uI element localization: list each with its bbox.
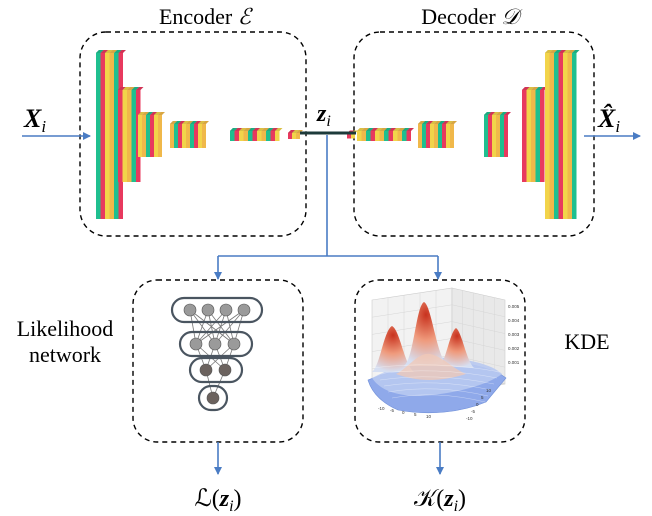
kde-z-tick: 0.004 (508, 318, 520, 323)
kde-z-tick: 0.002 (508, 346, 520, 351)
nn-layer-2 (178, 330, 254, 358)
nn-node (199, 363, 213, 377)
nn-node (227, 337, 241, 351)
nn-node (237, 303, 251, 317)
decoder-title: Decoder 𝒟 (421, 4, 523, 29)
output-label: X̂i (597, 104, 620, 136)
nn-links (189, 309, 245, 399)
latent-label: zi (316, 101, 331, 130)
kde-z-tick: 0.001 (508, 360, 520, 365)
encoder-layer-5 (230, 128, 283, 141)
likelihood-label-line2: network (29, 342, 101, 367)
kde-x-tick: 10 (426, 414, 432, 419)
likelihood-output-label: ℒ(zi) (194, 486, 241, 515)
kde-y-tick: -10 (466, 416, 473, 421)
nn-layer-4 (197, 384, 229, 412)
kde-z-tick: 0.005 (508, 304, 520, 309)
kde-output-label: 𝒦(zi) (414, 486, 466, 515)
decoder-layer-3 (418, 121, 457, 148)
kde-peak-1 (372, 326, 414, 372)
encoder-title: Encoder ℰ (159, 4, 254, 29)
decoder-layer-2 (357, 128, 414, 141)
kde-z-tick: 0.003 (508, 332, 520, 337)
decoder-box (353, 31, 595, 237)
kde-peak-3 (440, 328, 474, 368)
kde-label: KDE (564, 329, 609, 354)
kde-y-tick: -5 (471, 409, 475, 414)
nn-node (183, 303, 197, 317)
nn-node (201, 303, 215, 317)
kde-y-tick: 0 (476, 402, 479, 407)
nn-node (206, 391, 220, 405)
nn-layer-1 (170, 296, 264, 324)
encoder-layer-3 (138, 112, 165, 157)
decoder-layer-stack (347, 50, 580, 219)
kde-y-tick: 5 (481, 395, 484, 400)
kde-x-tick: 0 (402, 410, 405, 415)
decoder-layer-6 (545, 50, 580, 219)
encoder-layer-4 (170, 121, 209, 148)
kde-peak-2 (404, 302, 448, 366)
decoder-layer-5 (522, 87, 548, 182)
likelihood-network-box (132, 279, 304, 443)
kde-surface (367, 302, 507, 414)
kde-y-tick: 10 (486, 388, 492, 393)
kde-x-tick: -10 (378, 406, 385, 411)
encoder-layer-stack (96, 50, 303, 219)
encoder-layer-6 (288, 130, 303, 139)
nn-layer-3 (188, 356, 244, 384)
nn-node (189, 337, 203, 351)
neural-network-icon (170, 296, 264, 412)
nn-node (219, 303, 233, 317)
likelihood-label-line1: Likelihood (17, 316, 114, 341)
kde-x-tick: 5 (414, 412, 417, 417)
decoder-layer-4 (484, 112, 511, 157)
nn-node (218, 363, 232, 377)
kde-x-tick: -5 (390, 408, 394, 413)
nn-node (208, 337, 222, 351)
input-label: Xi (23, 104, 46, 136)
